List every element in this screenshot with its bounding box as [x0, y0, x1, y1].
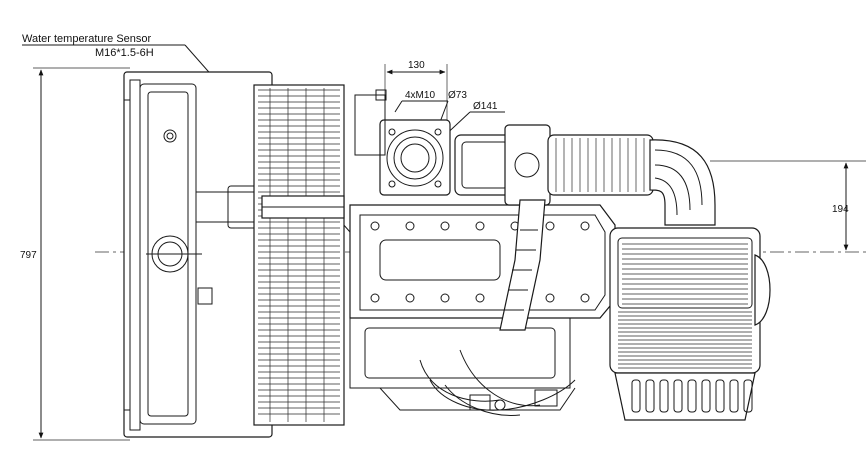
- wiring-harness: [429, 379, 576, 416]
- intercooler-hose: [499, 199, 546, 331]
- bolt: [370, 293, 380, 303]
- intake-flange: [354, 89, 451, 196]
- air-intake-pipe: [547, 134, 716, 226]
- turbocharger: [454, 124, 551, 206]
- fan-guard: [253, 84, 345, 426]
- bolt: [545, 221, 555, 231]
- sensor-label: Water temperature Sensor: [22, 33, 152, 45]
- sensor-spec: M16*1.5-6H: [95, 47, 154, 59]
- bore-diameter: Ø73: [448, 90, 467, 101]
- dimension-overall-height: 797: [20, 67, 130, 441]
- slot: [673, 379, 683, 413]
- overall-height-value: 797: [20, 250, 37, 261]
- bolt: [440, 293, 450, 303]
- pcd-diameter: Ø141: [473, 101, 498, 112]
- slot: [743, 379, 753, 413]
- bolt: [580, 293, 590, 303]
- slot: [659, 379, 669, 413]
- bolt: [475, 221, 485, 231]
- slot: [701, 379, 711, 413]
- air-filter: [609, 227, 771, 421]
- bolt: [405, 293, 415, 303]
- radiator: [123, 71, 273, 438]
- bolt: [440, 221, 450, 231]
- bolt: [405, 221, 415, 231]
- engine-block: [349, 204, 616, 411]
- bolt-spec: 4xM10: [405, 90, 435, 101]
- slot: [715, 379, 725, 413]
- slot: [729, 379, 739, 413]
- bolt: [545, 293, 555, 303]
- slot: [687, 379, 697, 413]
- head-bolts: [370, 221, 590, 303]
- slot: [645, 379, 655, 413]
- bolt: [370, 221, 380, 231]
- flange-width-value: 130: [408, 60, 425, 71]
- coolant-pipe: [261, 195, 345, 219]
- slot: [631, 379, 641, 413]
- bolt: [475, 293, 485, 303]
- bolt: [580, 221, 590, 231]
- dimension-centerline-offset: 194: [710, 160, 866, 251]
- centerline-offset-value: 194: [832, 204, 849, 215]
